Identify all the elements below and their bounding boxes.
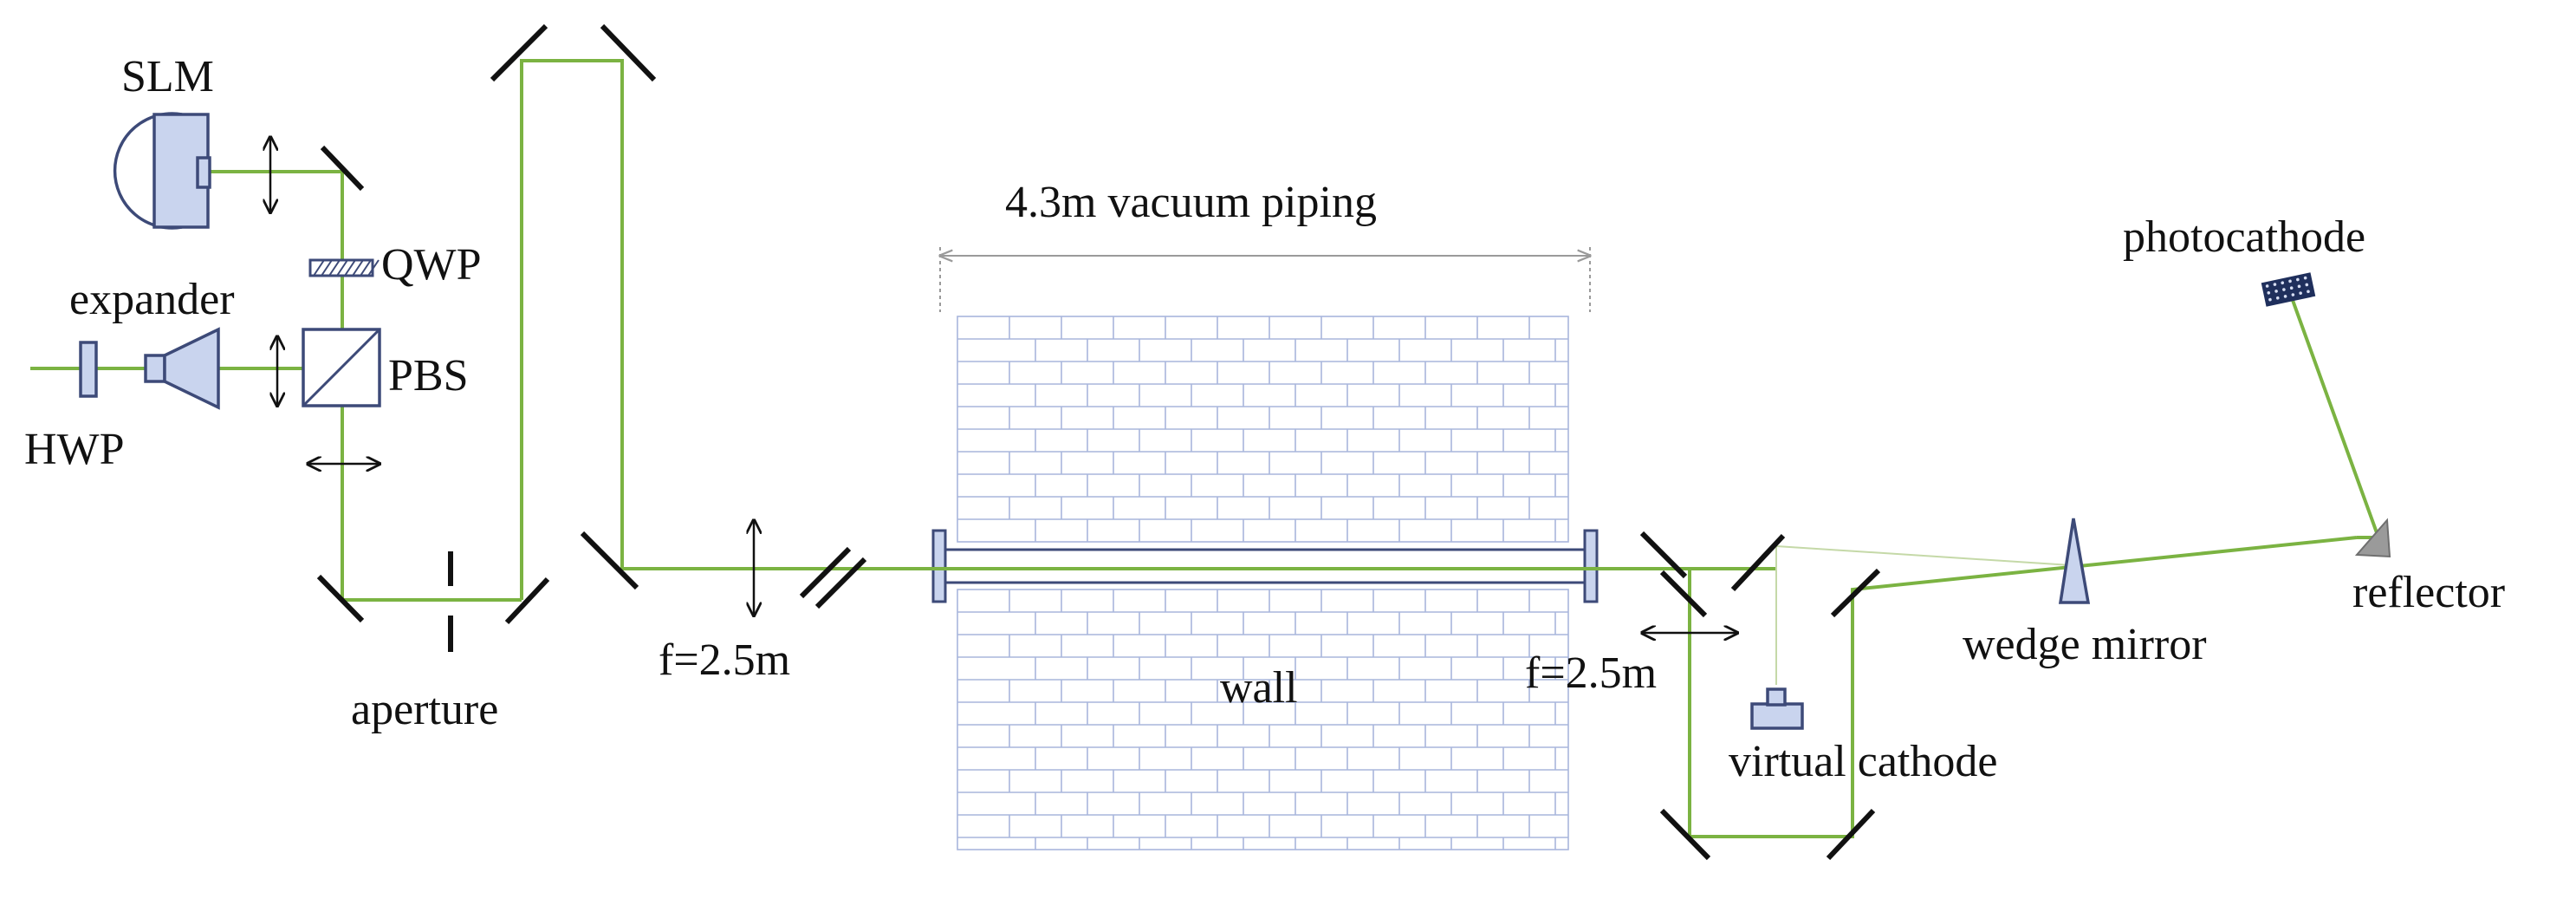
- labels: SLM QWP expander PBS HWP aperture f=2.5m…: [24, 52, 2505, 786]
- hwp: [79, 341, 98, 398]
- vacuum-piping-dimension: [940, 247, 1590, 312]
- pipe-window-right: [1583, 529, 1599, 603]
- pipe-window-left: [931, 529, 947, 603]
- mirror-pair-2a: [1639, 531, 1688, 579]
- wall-upper-bricks: [957, 316, 1569, 543]
- mirror-pair-1a: [799, 546, 852, 599]
- label-hwp: HWP: [24, 425, 125, 474]
- mirror-slm: [320, 145, 365, 192]
- reflector: [2354, 518, 2391, 558]
- label-qwp: QWP: [381, 240, 482, 290]
- label-photocathode: photocathode: [2123, 212, 2365, 262]
- mirror-virtual-cathode-pickoff: [1730, 533, 1786, 592]
- mirror-pair-2b: [1659, 570, 1708, 618]
- label-lens-2: f=2.5m: [1525, 648, 1657, 698]
- pbs-cube: [302, 328, 381, 407]
- beam-expander: [144, 327, 220, 410]
- photocathode: [2261, 272, 2316, 307]
- mirror-periscope-bottom: [580, 531, 639, 590]
- slm: [113, 112, 211, 230]
- wall-lower-bricks: [957, 589, 1569, 850]
- mirror-pair-1b: [814, 557, 867, 609]
- mirror-bottom-left: [316, 574, 365, 623]
- label-virtual-cathode: virtual cathode: [1729, 737, 1997, 786]
- label-wall: wall: [1220, 663, 1298, 713]
- adjustment-arrows: [270, 137, 1737, 633]
- mirror-bottom-pair-right: [1826, 808, 1876, 861]
- label-lens-1: f=2.5m: [659, 635, 790, 685]
- label-reflector: reflector: [2352, 568, 2505, 617]
- label-wedge-mirror: wedge mirror: [1963, 620, 2207, 669]
- label-vacuum-piping: 4.3m vacuum piping: [1005, 178, 1377, 227]
- mirrors: [316, 23, 1881, 861]
- label-aperture: aperture: [351, 685, 498, 734]
- mirror-periscope-top-left: [490, 23, 548, 82]
- mirror-wedge-feed: [1830, 568, 1881, 618]
- mirror-bottom-right: [504, 577, 550, 625]
- label-pbs: PBS: [388, 351, 469, 401]
- slm-panel: [196, 156, 211, 189]
- mirror-periscope-top-right: [600, 23, 657, 82]
- qwp: [308, 258, 380, 277]
- label-expander: expander: [69, 275, 235, 324]
- wall: [957, 316, 1569, 850]
- mirror-bottom-pair-left: [1659, 808, 1711, 861]
- wedge-mirror: [2058, 518, 2091, 604]
- virtual-cathode: [1750, 687, 1804, 730]
- label-slm: SLM: [121, 52, 214, 101]
- vacuum-pipe: [931, 529, 1599, 603]
